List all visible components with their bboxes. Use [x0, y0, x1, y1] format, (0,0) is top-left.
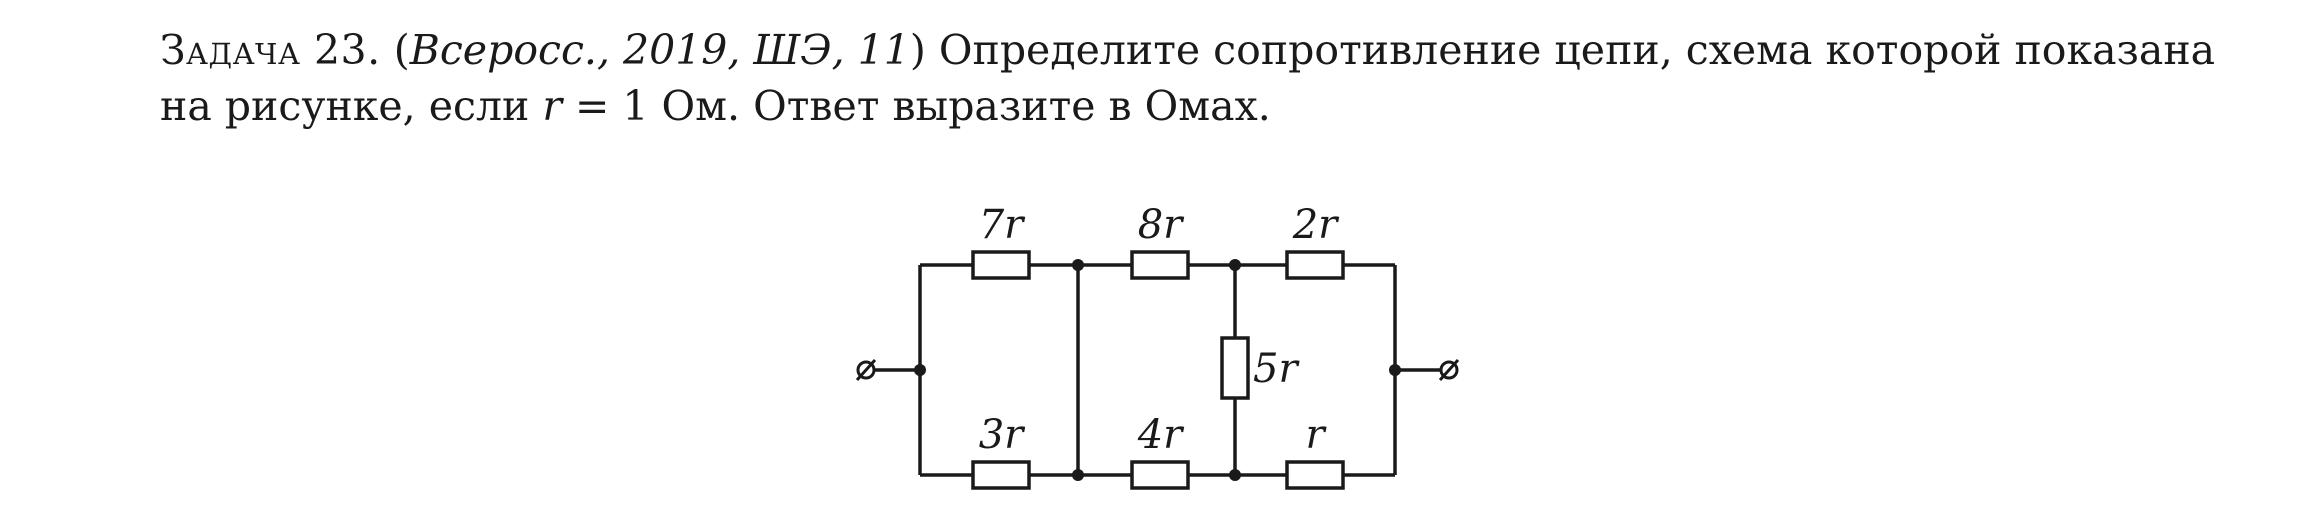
label-r: r	[1305, 412, 1327, 458]
circuit-diagram: 7r 8r 2r 5r 3r 4r r	[855, 202, 1460, 490]
resistor-8r	[1130, 250, 1190, 280]
resistor-4r	[1130, 460, 1190, 490]
label-4r: 4r	[1137, 412, 1185, 458]
node-top-2	[1229, 259, 1241, 271]
problem-label: Задача 23.	[160, 26, 381, 74]
node-bottom-2	[1229, 469, 1241, 481]
label-7r: 7r	[979, 202, 1026, 248]
node-bottom-1	[1072, 469, 1084, 481]
problem-line-1: Задача 23. (Всеросс., 2019, ШЭ, 11) Опре…	[160, 22, 2215, 78]
variable-r: r	[542, 82, 562, 130]
problem-text-line2-b: = 1 Ом. Ответ выразите в Омах.	[575, 82, 1271, 130]
label-3r: 3r	[979, 412, 1026, 458]
problem-text-line2-a: на рисунке, если	[160, 82, 530, 130]
problem-text-line1: Определите сопротивление цепи, схема кот…	[938, 26, 2216, 74]
terminal-right-icon	[1438, 358, 1460, 382]
node-left	[914, 364, 926, 376]
label-8r: 8r	[1138, 202, 1185, 248]
problem-line-2: на рисунке, если r = 1 Ом. Ответ выразит…	[160, 78, 2210, 134]
resistor-5r	[1220, 336, 1250, 400]
resistor-2r	[1285, 250, 1345, 280]
resistor-r	[1285, 460, 1345, 490]
problem-statement: Задача 23. (Всеросс., 2019, ШЭ, 11) Опре…	[160, 22, 2215, 134]
node-right	[1389, 364, 1401, 376]
problem-source: Всеросс., 2019, ШЭ, 11	[409, 26, 910, 74]
label-2r: 2r	[1292, 202, 1340, 248]
source-close-paren: )	[909, 26, 926, 74]
label-5r: 5r	[1253, 346, 1300, 392]
node-top-1	[1072, 259, 1084, 271]
terminal-left-icon	[855, 358, 877, 382]
source-open-paren: (	[393, 26, 410, 74]
resistor-3r	[971, 460, 1031, 490]
resistor-7r	[971, 250, 1031, 280]
